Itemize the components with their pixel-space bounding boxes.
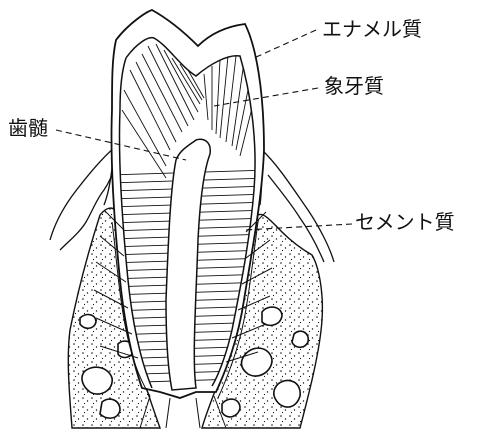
label-cementum: セメント質	[355, 212, 455, 232]
label-enamel: エナメル質	[322, 19, 422, 39]
leader-enamel	[254, 30, 316, 58]
label-dentin: 象牙質	[324, 76, 384, 96]
label-pulp: 歯髄	[8, 118, 48, 138]
